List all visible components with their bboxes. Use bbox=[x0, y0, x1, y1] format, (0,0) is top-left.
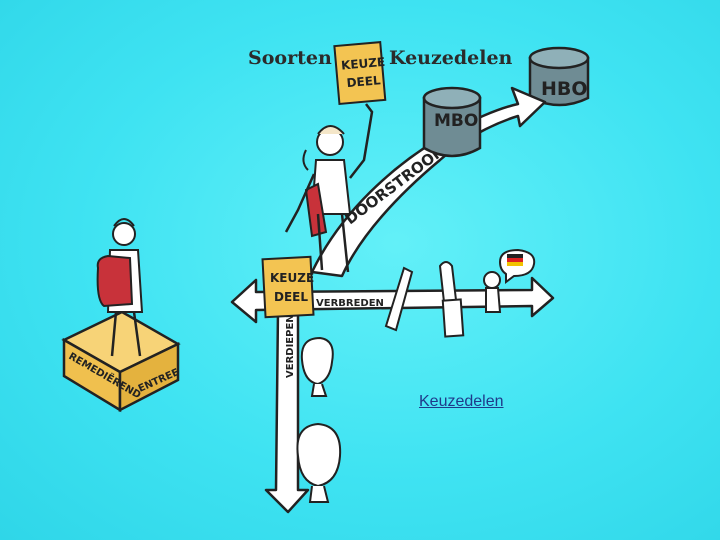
title-keuzedelen: Keuzedelen bbox=[389, 47, 512, 69]
hairstyle-head-icon bbox=[302, 338, 333, 396]
keuzedeel-sign-line2: DEEL bbox=[274, 290, 308, 304]
keuzedeel-card-top: KEUZE DEEL bbox=[334, 42, 388, 104]
hbo-label: HBO bbox=[541, 78, 588, 100]
remedierend-entree-platform: REMEDIËREND ENTREE bbox=[64, 312, 181, 410]
mbo-barrel: MBO bbox=[424, 88, 480, 156]
keuzedeel-sign-line1: KEUZE bbox=[270, 271, 314, 285]
keuzedeel-sign: KEUZE DEEL bbox=[263, 257, 315, 317]
title-soorten: Soorten bbox=[248, 47, 332, 69]
lipstick-icon bbox=[440, 262, 463, 337]
keuzedelen-link[interactable]: Keuzedelen bbox=[419, 393, 504, 411]
verdiepen-arrow: VERDIEPEN bbox=[266, 310, 308, 512]
verdiepen-label: VERDIEPEN bbox=[285, 314, 296, 378]
mbo-label: MBO bbox=[434, 111, 478, 131]
hbo-barrel: HBO bbox=[530, 48, 588, 105]
verbreden-label: VERBREDEN bbox=[316, 298, 384, 309]
keuzedeel-top-line2: DEEL bbox=[346, 73, 381, 90]
